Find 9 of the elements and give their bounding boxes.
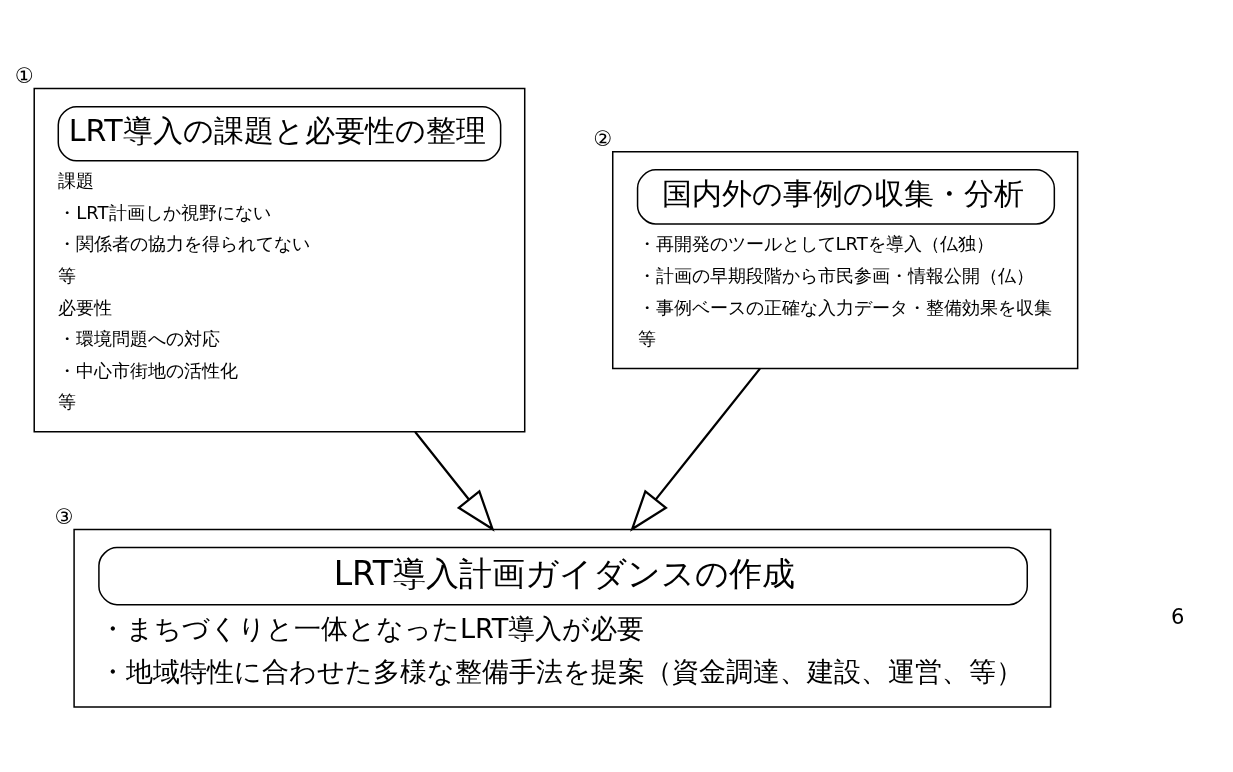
node-label: ③	[54, 503, 74, 529]
node-box: LRT導入の課題と必要性の整理 課題 ・LRT計画しか視野にない ・関係者の協力を得られてない 等 必要性 ・環境問題への対応 ・中心市街地の活性化 等	[33, 87, 526, 432]
node-box: LRT導入計画ガイダンスの作成 ・まちづくりと一体となったLRT導入が必要 ・地域特性に合わせた多様な整備手法を提案（資金調達、建設、運営、等）	[73, 528, 1052, 708]
node-label: ①	[15, 62, 34, 88]
node-box: 国内外の事例の収集・分析 ・再開発のツールとしてLRTを導入（仏独） ・計画の早期段階から市民参画・情報公開（仏） ・事例ベースの正確な入力データ・整備効果を収集 等	[612, 150, 1079, 369]
node-label: ②	[593, 125, 613, 151]
arrow	[630, 367, 761, 532]
label: 6	[1171, 603, 1185, 629]
arrow	[414, 430, 495, 532]
